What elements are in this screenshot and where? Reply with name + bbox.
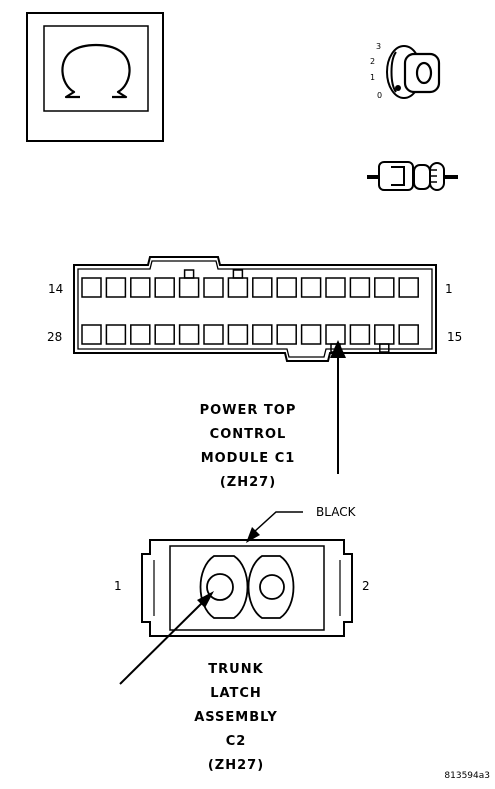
latch-c2-label: TRUNK LATCH ASSEMBLY C2 (ZH27)	[194, 662, 278, 773]
color-label: BLACK	[316, 505, 357, 519]
module-pin-arrow	[330, 340, 346, 474]
module-pin-cavity	[398, 324, 419, 345]
module-pin-cavity	[300, 324, 322, 345]
module-pin-label-15: 15	[447, 330, 462, 344]
module-pin-cavity	[105, 324, 127, 345]
module-pin-cavity	[105, 277, 127, 298]
latch-pin-label-2: 2	[362, 579, 370, 593]
module-pin-cavity	[130, 277, 151, 298]
latch-label-line-2: LATCH	[210, 686, 262, 701]
module-pin-cavity	[252, 277, 273, 298]
module-pin-cavity	[349, 277, 371, 298]
module-pin-cavity	[300, 277, 322, 298]
latch-pin-arrow	[119, 591, 214, 685]
latch-pin-cavity-1	[199, 555, 249, 619]
module-c1-connector: 14 1 28 15	[47, 256, 462, 362]
ignition-switch-icon: 3 2 1 0	[370, 42, 441, 100]
module-pin-cavity	[349, 324, 371, 345]
module-label-line-2: CONTROL	[210, 427, 287, 442]
module-pin-cavity	[276, 324, 297, 345]
latch-label-line-5: (ZH27)	[208, 758, 264, 773]
module-pin-cavity	[203, 324, 224, 345]
module-pin-label-14: 14	[48, 282, 63, 296]
module-pin-cavity	[374, 277, 395, 298]
figure-id: 813594a3	[444, 771, 490, 781]
module-pin-cavity	[81, 277, 102, 298]
module-label-line-1: POWER TOP	[200, 403, 297, 418]
ignition-key-icon	[415, 61, 433, 85]
module-pin-label-1: 1	[445, 282, 453, 296]
ohmmeter-icon	[26, 12, 164, 142]
ignition-position-3: 3	[376, 42, 381, 51]
latch-c2-connector: 1 2	[114, 539, 370, 637]
latch-label-line-4: C2	[226, 734, 247, 749]
latch-pin-cavity-2	[247, 555, 295, 619]
module-pin-cavity	[178, 277, 200, 298]
module-pin-cavity	[325, 277, 346, 298]
module-pin-cavity	[178, 324, 200, 345]
ignition-position-1: 1	[370, 73, 375, 82]
black-color-callout: BLACK	[246, 505, 357, 543]
module-pin-cavity	[227, 324, 249, 345]
module-pin-key	[232, 269, 244, 279]
ignition-position-0: 0	[377, 91, 382, 100]
module-label-line-4: (ZH27)	[220, 475, 276, 490]
module-pin-cavity	[81, 324, 102, 345]
module-pin-key	[183, 269, 195, 279]
module-pin-cavity	[154, 324, 175, 345]
latch-label-line-3: ASSEMBLY	[194, 710, 278, 725]
module-pin-cavity	[227, 277, 249, 298]
module-pin-cavity	[130, 324, 151, 345]
module-pin-label-28: 28	[47, 330, 62, 344]
module-label-line-3: MODULE C1	[201, 451, 296, 466]
module-c1-label: POWER TOP CONTROL MODULE C1 (ZH27)	[200, 403, 297, 490]
ignition-position-2: 2	[370, 57, 375, 66]
module-pin-cavity	[325, 324, 346, 345]
module-pin-cavity	[203, 277, 224, 298]
module-pin-cavity	[374, 324, 395, 345]
module-pin-cavities	[81, 269, 419, 353]
latch-label-line-1: TRUNK	[208, 662, 263, 677]
module-pin-cavity	[276, 277, 297, 298]
module-pin-key	[379, 343, 390, 353]
module-pin-cavity	[398, 277, 419, 298]
module-pin-cavity	[252, 324, 273, 345]
connector-illustration-icon	[367, 161, 458, 191]
latch-pin-label-1: 1	[114, 579, 122, 593]
module-pin-cavity	[154, 277, 175, 298]
